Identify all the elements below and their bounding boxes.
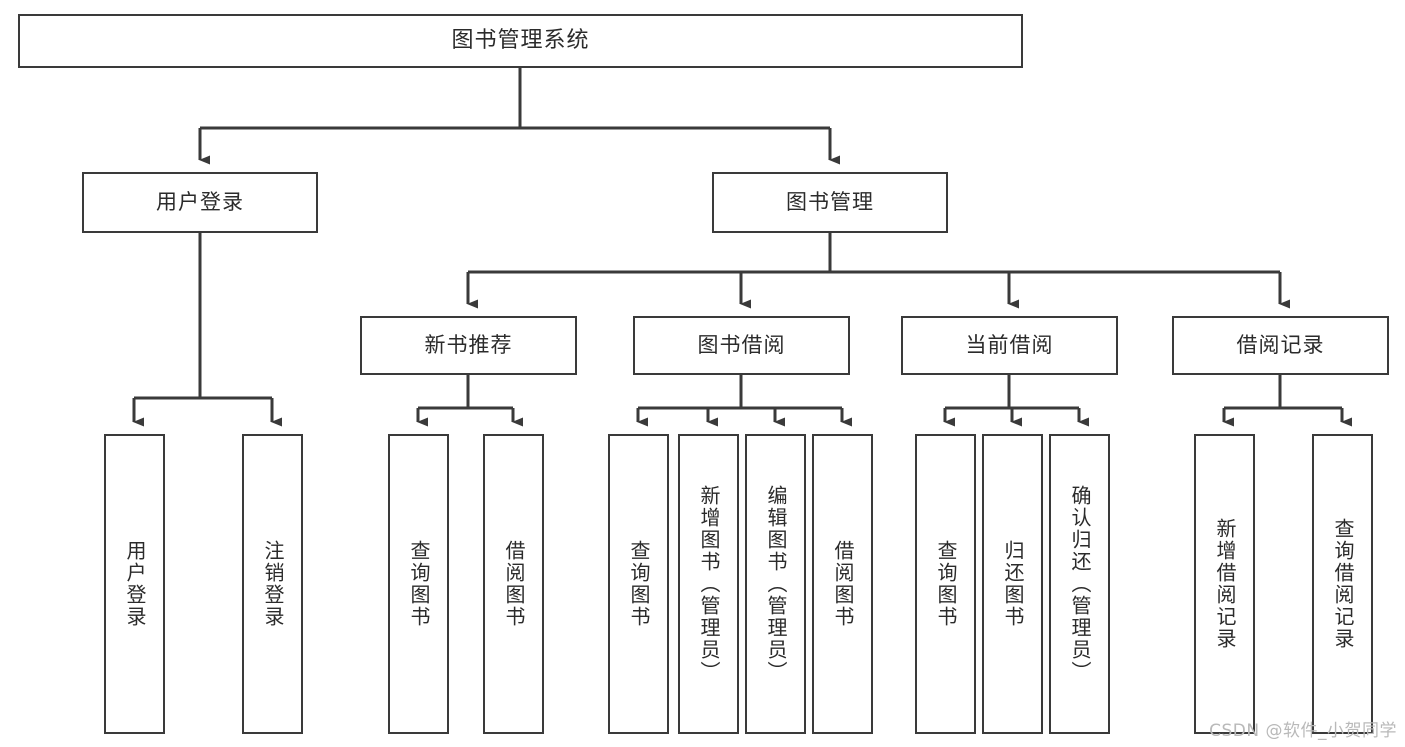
leaf-edit-book-admin[interactable]: 编辑图书（管理员）	[745, 434, 806, 734]
leaf-return-book[interactable]: 归还图书	[982, 434, 1043, 734]
node-current-borrowing[interactable]: 当前借阅	[901, 316, 1118, 375]
node-book-management[interactable]: 图书管理	[712, 172, 948, 233]
node-root-system[interactable]: 图书管理系统	[18, 14, 1023, 68]
leaf-label: 查询借阅记录	[1331, 518, 1355, 650]
leaf-label: 注销登录	[261, 540, 285, 628]
leaf-confirm-return-admin[interactable]: 确认归还（管理员）	[1049, 434, 1110, 734]
leaf-query-book-borrow[interactable]: 查询图书	[608, 434, 669, 734]
leaf-label: 确认归还（管理员）	[1068, 485, 1092, 683]
csdn-watermark: CSDN @软件_小贺同学	[1209, 721, 1397, 741]
leaf-label: 用户登录	[123, 540, 147, 628]
leaf-logout[interactable]: 注销登录	[242, 434, 303, 734]
leaf-label: 编辑图书（管理员）	[764, 485, 788, 683]
leaf-label: 新增图书（管理员）	[697, 485, 721, 683]
leaf-label: 归还图书	[1001, 540, 1025, 628]
node-user-login[interactable]: 用户登录	[82, 172, 318, 233]
leaf-label: 新增借阅记录	[1213, 518, 1237, 650]
leaf-add-borrow-record[interactable]: 新增借阅记录	[1194, 434, 1255, 734]
leaf-label: 借阅图书	[502, 540, 526, 628]
leaf-label: 借阅图书	[831, 540, 855, 628]
leaf-query-book-current[interactable]: 查询图书	[915, 434, 976, 734]
leaf-label: 查询图书	[627, 540, 651, 628]
node-new-book-recommendation[interactable]: 新书推荐	[360, 316, 577, 375]
leaf-borrow-book[interactable]: 借阅图书	[812, 434, 873, 734]
leaf-query-book-recommend[interactable]: 查询图书	[388, 434, 449, 734]
leaf-add-book-admin[interactable]: 新增图书（管理员）	[678, 434, 739, 734]
leaf-label: 查询图书	[934, 540, 958, 628]
leaf-borrow-book-recommend[interactable]: 借阅图书	[483, 434, 544, 734]
node-borrowing-records[interactable]: 借阅记录	[1172, 316, 1389, 375]
node-book-borrowing[interactable]: 图书借阅	[633, 316, 850, 375]
leaf-label: 查询图书	[407, 540, 431, 628]
leaf-query-borrow-record[interactable]: 查询借阅记录	[1312, 434, 1373, 734]
leaf-user-login[interactable]: 用户登录	[104, 434, 165, 734]
